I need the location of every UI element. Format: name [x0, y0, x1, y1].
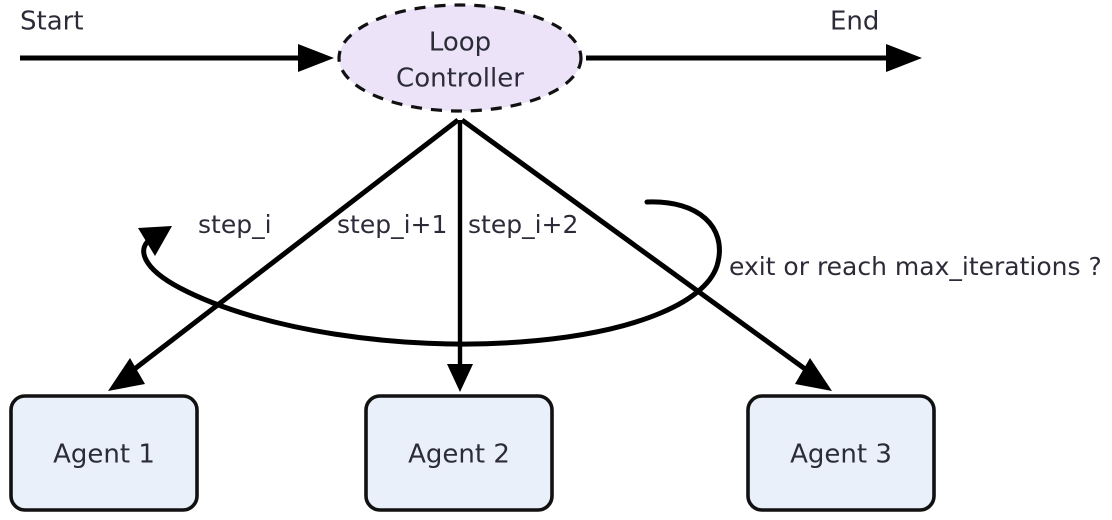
agent-1-arrow-head-icon [108, 358, 145, 391]
edge-controller-to-agent-3 [460, 117, 832, 391]
agent-3-arrow-head-icon [795, 358, 832, 391]
feedback-curve-path [141, 199, 722, 347]
agent-3-label: Agent 3 [790, 440, 892, 470]
agent-3-shape[interactable] [746, 394, 936, 512]
start-label: Start [20, 7, 84, 37]
agent-2-label: Agent 2 [408, 440, 510, 470]
edge-start-to-controller [20, 44, 334, 72]
agent-1-label: Agent 1 [53, 440, 155, 470]
agent-1-edge-line [126, 118, 460, 376]
loop-controller-label-line1: Loop [429, 28, 491, 58]
edge-label-step-i-plus-2: step_i+2 [468, 210, 578, 239]
edge-controller-to-agent-1 [108, 118, 460, 391]
edge-controller-to-agent-2 [447, 120, 473, 392]
loop-controller-shape[interactable] [337, 3, 583, 113]
node-agent-3[interactable]: Agent 3 [746, 394, 936, 512]
node-agent-1[interactable]: Agent 1 [9, 394, 199, 512]
edge-feedback-loop [138, 199, 722, 347]
agent-3-edge-line [460, 117, 814, 377]
loop-controller-label-line2: Controller [396, 64, 524, 94]
agent-1-shape[interactable] [9, 394, 199, 512]
node-agent-2[interactable]: Agent 2 [364, 394, 554, 512]
edge-controller-to-end [586, 44, 922, 72]
edge-label-feedback-condition: exit or reach max_iterations ? [729, 252, 1102, 281]
edge-label-step-i: step_i [198, 210, 272, 239]
end-arrow-head-icon [886, 44, 922, 72]
start-arrow-head-icon [298, 44, 334, 72]
feedback-arrow-head-icon [138, 226, 172, 256]
end-label: End [830, 7, 879, 37]
edge-label-step-i-plus-1: step_i+1 [337, 210, 447, 239]
agent-2-arrow-head-icon [447, 364, 473, 392]
agent-2-shape[interactable] [364, 394, 554, 512]
node-loop-controller[interactable]: Loop Controller [337, 3, 583, 113]
